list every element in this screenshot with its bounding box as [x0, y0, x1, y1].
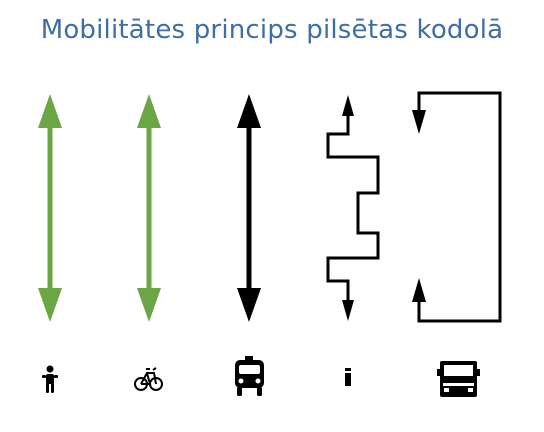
freight-route-loop-arrow — [412, 91, 502, 323]
small-car-icon — [345, 368, 351, 386]
public-transport-route-arrow — [237, 94, 261, 322]
car-route-zigzag-arrow — [326, 95, 380, 321]
bicycle-route-arrow — [137, 94, 161, 322]
page-title: Mobilitātes princips pilsētas kodolā — [40, 15, 504, 45]
bus-icon — [235, 356, 264, 396]
pedestrian-icon — [42, 365, 58, 393]
pedestrian-route-arrow — [38, 94, 62, 322]
bicycle-icon — [134, 367, 163, 391]
truck-icon — [437, 361, 480, 397]
